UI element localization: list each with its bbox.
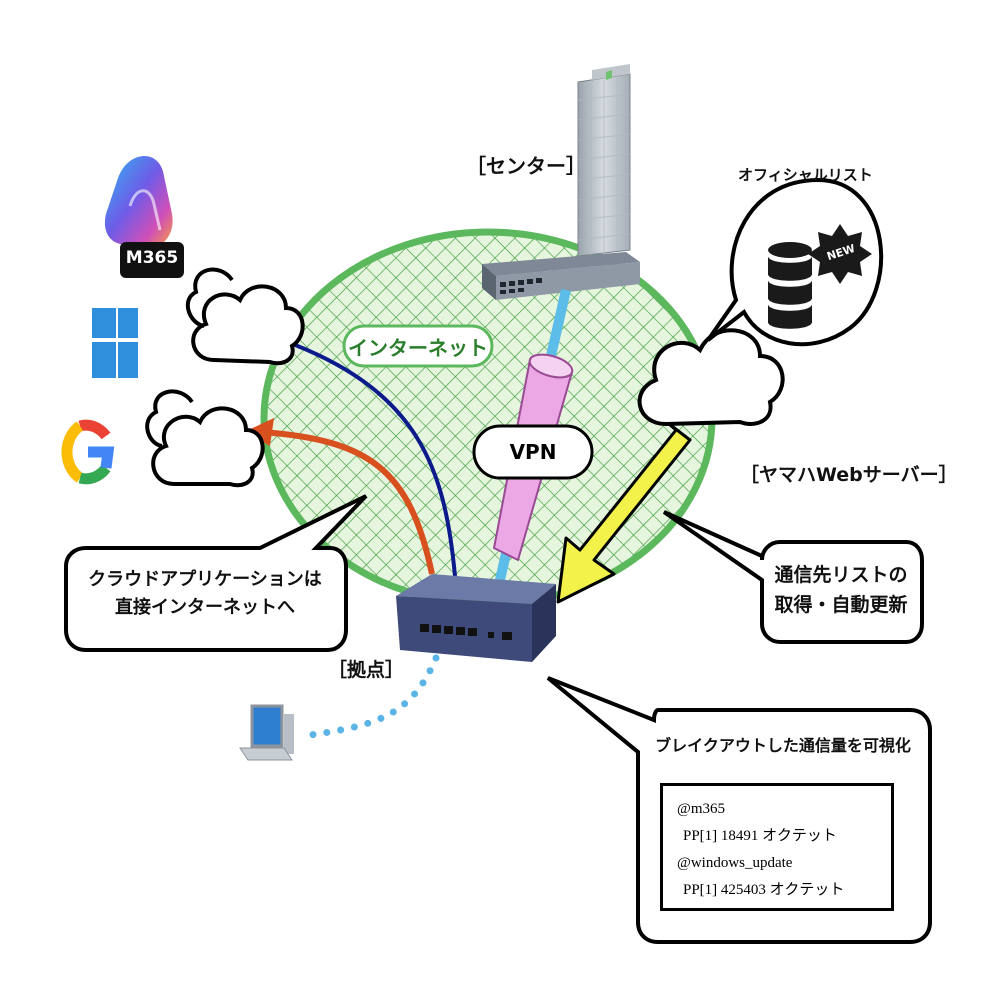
cloud-icon: [145, 389, 265, 488]
vpn-label: VPN: [509, 440, 557, 464]
list-update-line-2: 取得・自動更新: [774, 594, 908, 616]
windows-icon: [92, 308, 138, 378]
internet-label: インターネット: [348, 336, 488, 360]
official-list-bubble: [706, 177, 884, 347]
lan-link-dots: [300, 654, 440, 740]
center-router-icon: [482, 252, 640, 300]
official-list-label: オフィシャルリスト: [738, 166, 873, 184]
stats-group-1-value: PP[1] 18491 オクテット: [683, 828, 837, 844]
orange-arrowhead: [244, 418, 274, 446]
cloud-apps-line-1: クラウドアプリケーションは: [88, 569, 322, 590]
m365-route-arrow: [278, 337, 457, 577]
m365-copilot-icon: [104, 155, 184, 278]
list-update-callout-text: 通信先リストの 取得・自動更新: [766, 560, 916, 620]
pc-icon: [239, 704, 294, 761]
m365-badge-label: M365: [125, 248, 179, 268]
internet-label-box: [342, 324, 494, 368]
stats-group-2-value: PP[1] 425403 オクテット: [683, 882, 845, 898]
list-update-line-1: 通信先リストの: [774, 564, 908, 586]
branch-router-icon: [396, 574, 556, 662]
list-update-callout: [662, 510, 924, 644]
visualize-title: ブレイクアウトした通信量を可視化: [655, 736, 911, 755]
building-icon: [577, 64, 631, 257]
list-update-arrow: [556, 418, 692, 604]
yamaha-web-server-label: ［ヤマハWebサーバー］: [740, 464, 958, 486]
cloud-apps-callout-text: クラウドアプリケーションは 直接インターネットへ: [60, 566, 350, 622]
cloud-apps-line-2: 直接インターネットへ: [115, 597, 295, 618]
vpn-label-box: [472, 424, 594, 480]
stats-group-2-name: @windows_update: [677, 855, 793, 871]
traffic-stats-box: @m365 PP[1] 18491 オクテット @windows_update …: [660, 783, 894, 911]
center-label: ［センター］: [466, 154, 586, 178]
cloud-apps-callout: [64, 494, 368, 652]
database-icon: [768, 242, 812, 329]
google-route-arrow: [261, 429, 435, 575]
base-label: ［拠点］: [328, 659, 405, 681]
cloud-icon: [637, 328, 785, 427]
google-icon: [61, 419, 115, 485]
cloud-icon: [185, 267, 305, 366]
new-badge-icon: [808, 224, 872, 284]
stats-group-1-name: @m365: [677, 801, 725, 817]
